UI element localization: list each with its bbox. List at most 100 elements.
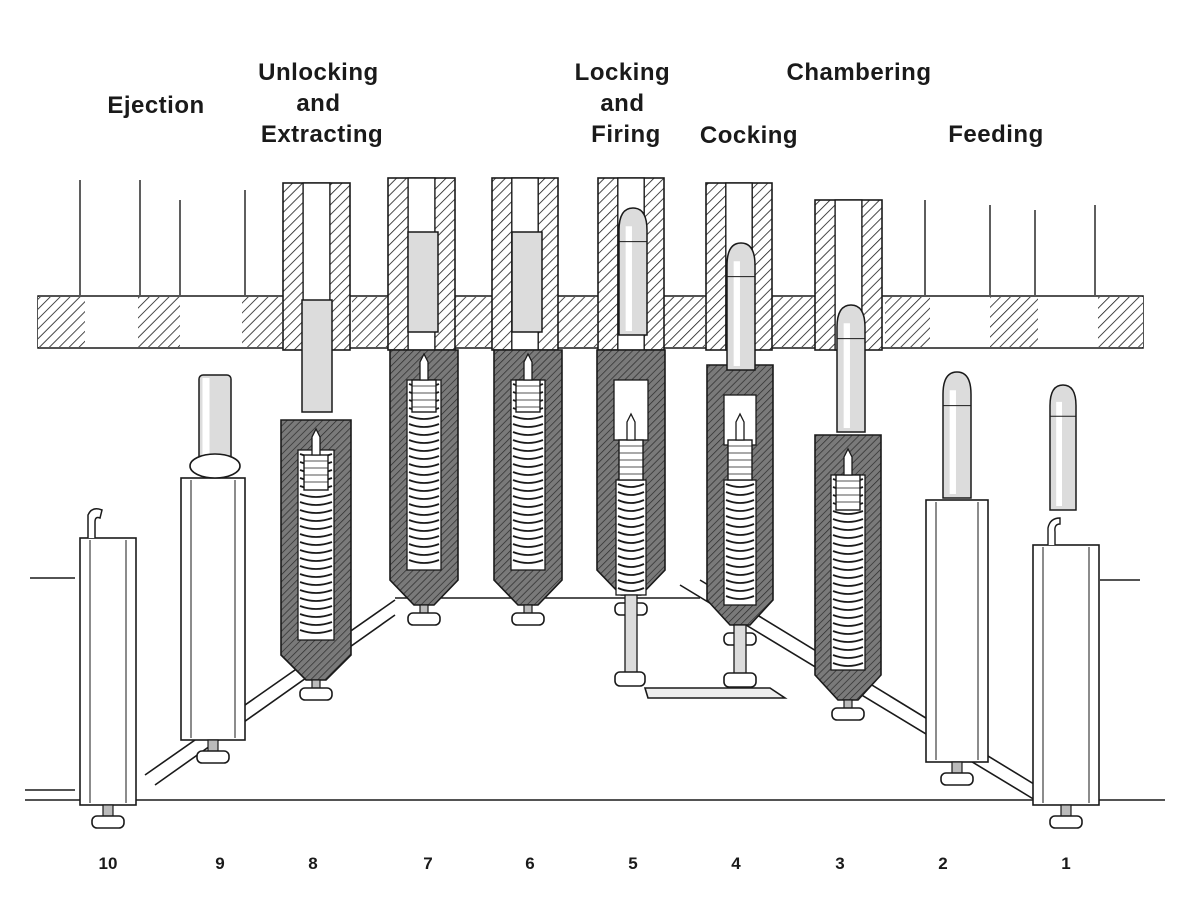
firing-pin	[626, 412, 636, 441]
spring-coil	[617, 555, 645, 560]
bolt-foot	[407, 612, 441, 626]
upper-guides	[79, 180, 1096, 295]
spring-coil	[617, 499, 645, 504]
spring-coil	[512, 431, 544, 436]
spring-coil	[832, 566, 864, 571]
bolt-foot	[940, 772, 974, 786]
spring-coil	[512, 559, 544, 564]
cartridge-position-5	[618, 207, 648, 336]
position-number-1: 1	[1061, 854, 1070, 873]
spring-coil	[512, 415, 544, 420]
case-mouth	[189, 453, 241, 479]
bolt-foot	[91, 815, 125, 829]
spring-coil	[512, 447, 544, 452]
spring-coil	[725, 491, 755, 496]
spring-coil	[832, 590, 864, 595]
spring-coil	[725, 539, 755, 544]
spring-coil	[299, 549, 333, 554]
spring-coil	[408, 527, 440, 532]
bolt-foot	[299, 687, 333, 701]
spring-coil	[832, 646, 864, 651]
spring-coil	[299, 493, 333, 498]
spring-coil	[408, 503, 440, 508]
case-position-8	[301, 299, 333, 413]
spring-coil	[299, 589, 333, 594]
frame-band	[37, 295, 1144, 349]
bolt-positions	[79, 207, 1100, 829]
spring-coil	[299, 605, 333, 610]
spring-coil	[299, 533, 333, 538]
spring-coil	[408, 431, 440, 436]
spring-coil	[725, 563, 755, 568]
spring-coil	[832, 606, 864, 611]
bolt-foot	[723, 672, 757, 688]
position-number-8: 8	[308, 854, 317, 873]
spring-coil	[299, 509, 333, 514]
spring-coil	[408, 487, 440, 492]
spring-coil	[408, 471, 440, 476]
spring-coil	[299, 501, 333, 506]
position-numbers: 10 9 8 7 6 5 4 3 2 1	[99, 854, 1071, 873]
spring-coil	[725, 523, 755, 528]
spring-coil	[299, 613, 333, 618]
track-structure	[25, 577, 1165, 801]
spring-coil	[725, 507, 755, 512]
stage-labels: Ejection Unlocking and Extracting Lockin…	[107, 59, 1043, 149]
position-number-10: 10	[99, 854, 118, 873]
bolt-foot	[614, 671, 646, 687]
spring-coil	[617, 531, 645, 536]
spring-coil	[832, 526, 864, 531]
bolt-position-9	[180, 477, 246, 741]
spring-coil	[832, 550, 864, 555]
position-number-9: 9	[215, 854, 224, 873]
spring-coil	[832, 518, 864, 523]
bolt-foot	[196, 750, 230, 764]
cartridge-position-3	[836, 304, 866, 433]
spring-coil	[832, 630, 864, 635]
spring-coil	[512, 423, 544, 428]
spring-coil	[512, 535, 544, 540]
stage-label-cocking: Cocking	[700, 122, 798, 149]
spring-coil	[512, 479, 544, 484]
spring-housing	[615, 479, 647, 596]
spring-coil	[512, 551, 544, 556]
spring-coil	[832, 638, 864, 643]
track-diagonal-right-2	[699, 579, 1061, 801]
spring-coil	[617, 547, 645, 552]
spring-coil	[725, 547, 755, 552]
spring-coil	[725, 531, 755, 536]
spring-coil	[512, 527, 544, 532]
bolt-foot	[1049, 815, 1083, 829]
stage-label-feeding: Feeding	[948, 121, 1044, 148]
spring-coil	[299, 573, 333, 578]
track-diagonal-left-1	[144, 599, 396, 776]
hammer-block	[303, 454, 329, 491]
spring-coil	[408, 519, 440, 524]
spring-coil	[725, 595, 755, 600]
spring-coil	[617, 563, 645, 568]
spring-coil	[299, 541, 333, 546]
bolt-foot	[831, 707, 865, 721]
spring-coil	[408, 551, 440, 556]
spring-coil	[408, 511, 440, 516]
spring-coil	[299, 565, 333, 570]
stage-label-ejection: Ejection	[107, 92, 204, 119]
position-number-6: 6	[525, 854, 534, 873]
spring-coil	[512, 511, 544, 516]
spring-coil	[299, 597, 333, 602]
cartridge-position-1	[1049, 384, 1077, 511]
frame-hatch-block	[38, 297, 85, 347]
bolt-position-10	[79, 537, 137, 806]
spring-coil	[832, 558, 864, 563]
frame-hatch-block	[138, 297, 180, 347]
firing-pin	[735, 412, 745, 441]
spring-coil	[299, 621, 333, 626]
bolt-foot	[511, 612, 545, 626]
spring-coil	[617, 587, 645, 592]
hammer-block	[835, 474, 861, 511]
frame-hatch-block	[556, 297, 597, 347]
spring-coil	[832, 662, 864, 667]
bolt-position-1	[1032, 544, 1100, 806]
spring-coil	[832, 654, 864, 659]
